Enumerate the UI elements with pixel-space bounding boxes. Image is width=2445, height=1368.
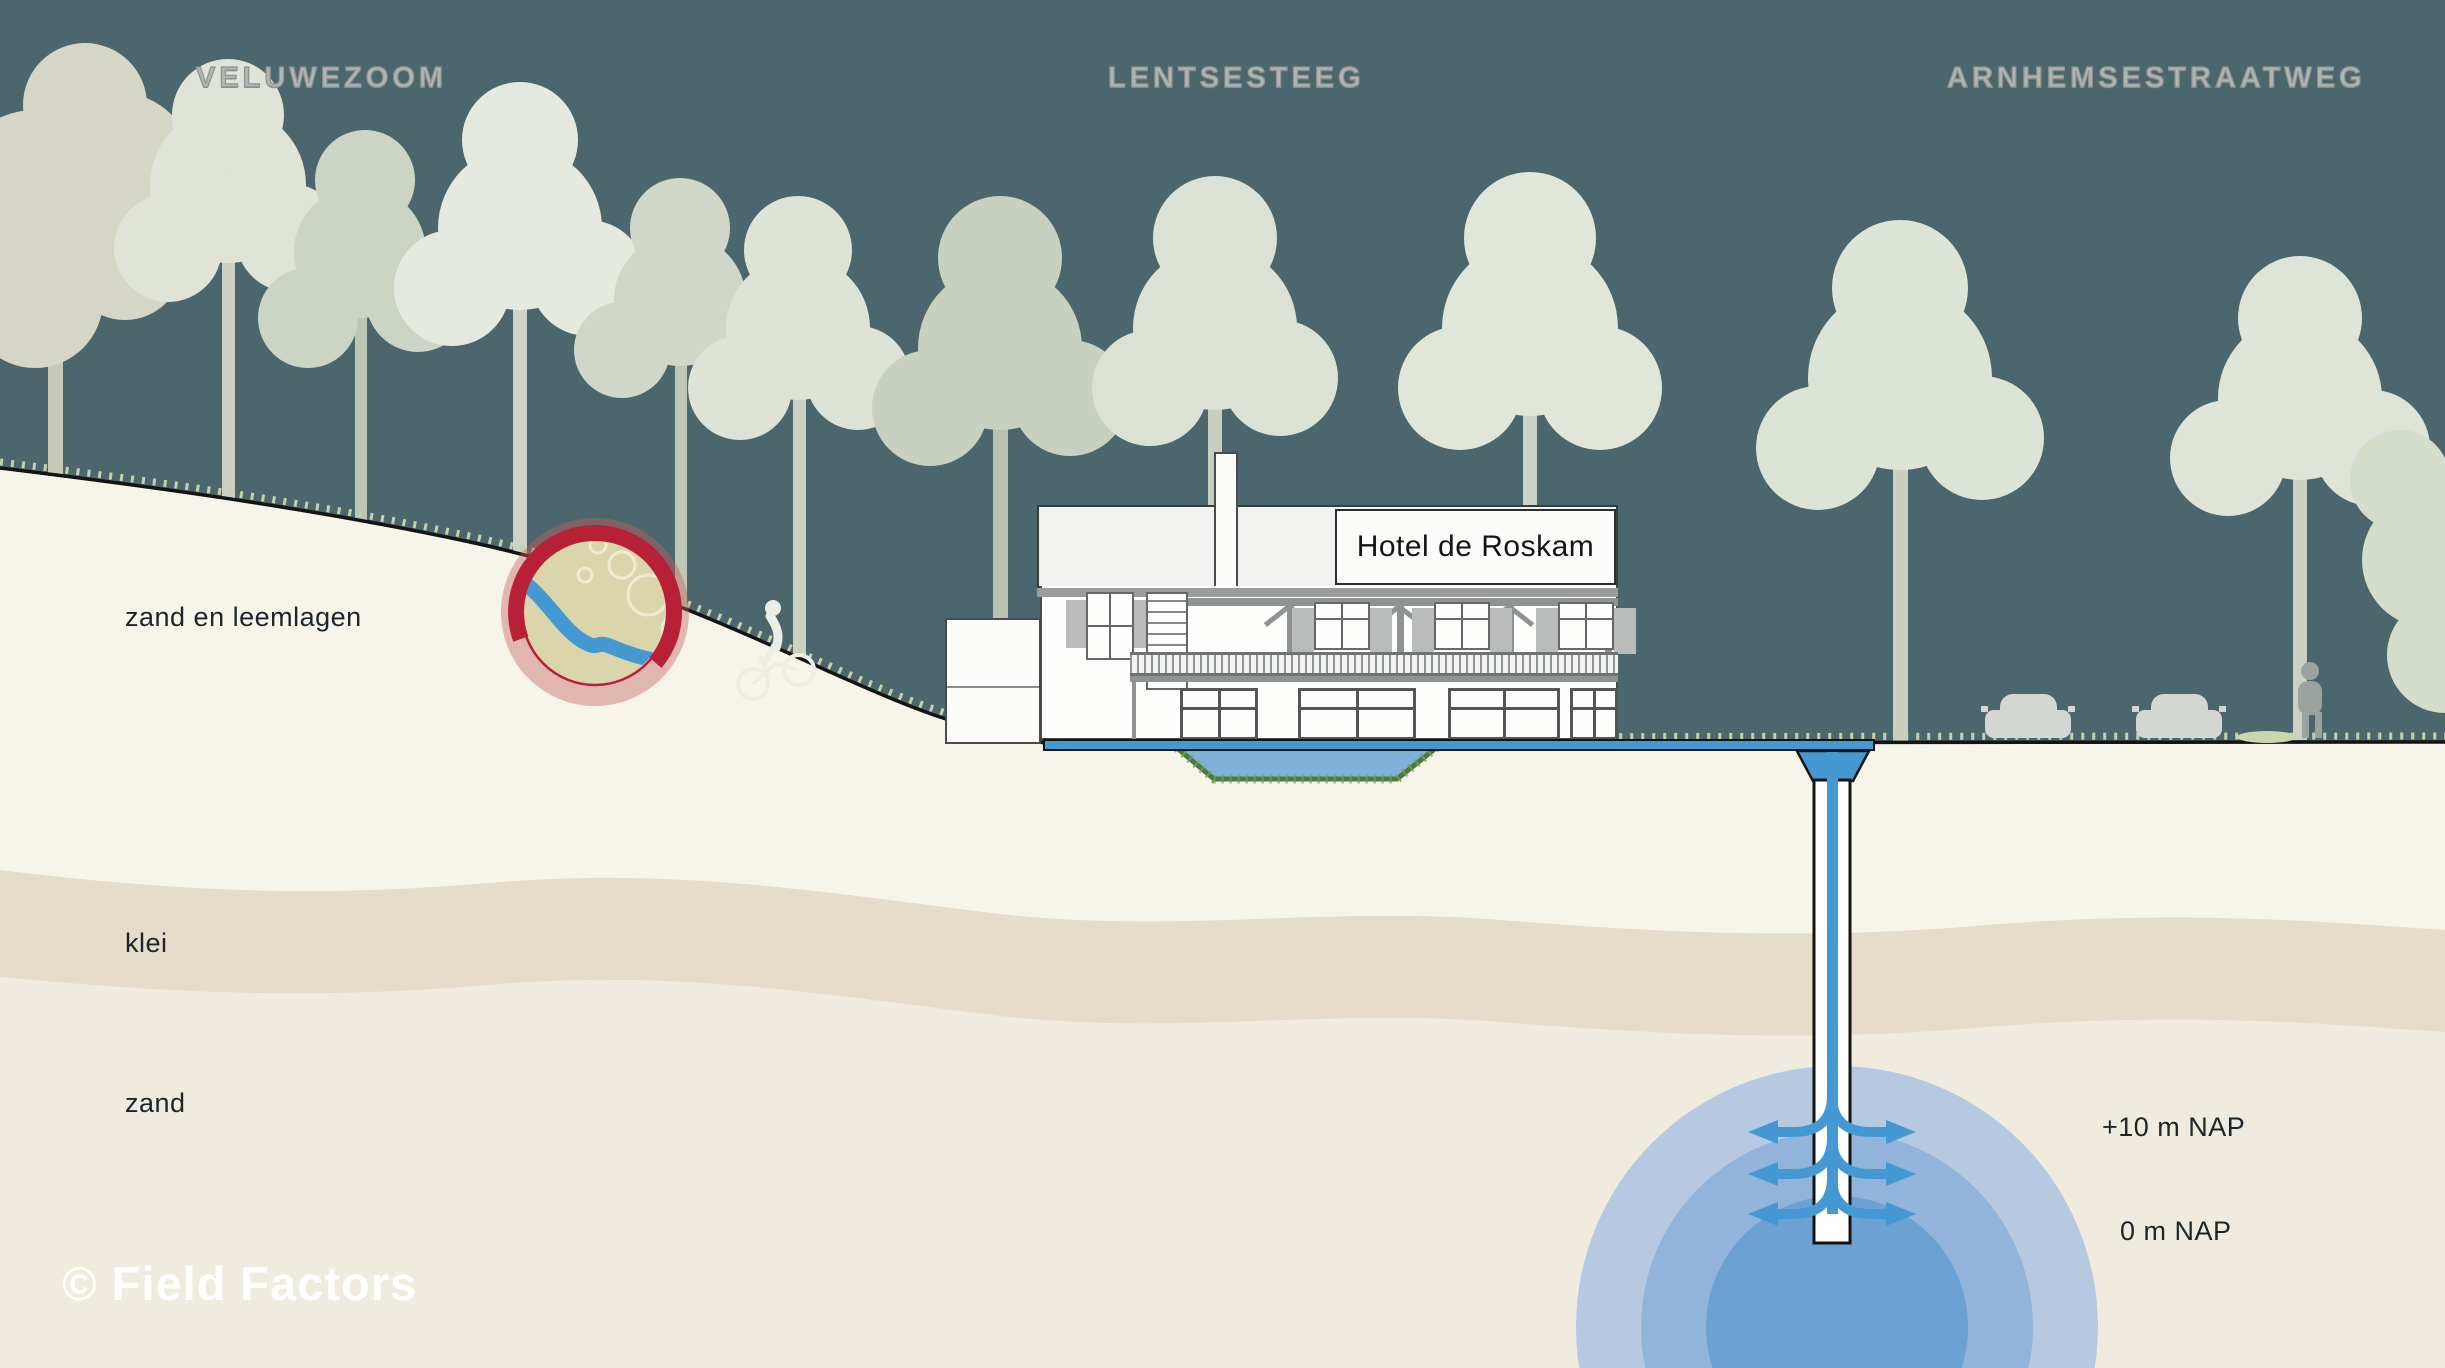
well-water-column [1827, 752, 1838, 1214]
chimney [1214, 452, 1238, 589]
upper-window [1086, 592, 1134, 660]
tree-row [0, 43, 2445, 745]
badge-detail [524, 541, 666, 672]
car [1981, 694, 2075, 738]
window-panel [1490, 608, 1512, 654]
veranda-post [1397, 598, 1404, 656]
soil-label-zand: zand [125, 1088, 186, 1118]
ground-floor-window [1180, 688, 1258, 740]
badge-ring-arc [508, 525, 682, 668]
window-panel [1412, 608, 1434, 654]
annex-building [945, 618, 1041, 744]
badge-stones [576, 541, 666, 648]
veranda-beam [1175, 598, 1618, 606]
car [2132, 694, 2226, 738]
veranda-window [1292, 602, 1392, 656]
tree [1398, 172, 1662, 520]
grass-tuft [2237, 731, 2297, 743]
surface-water-strip [1043, 739, 1875, 751]
detail-badge [501, 518, 689, 706]
eave-strip [1037, 588, 1618, 597]
infiltration-arrows [1776, 1095, 1888, 1219]
tree [1092, 176, 1338, 590]
window-panel [1370, 608, 1392, 654]
arrow-heads [1748, 1120, 1916, 1226]
elevation-label-zero: 0 m NAP [2120, 1216, 2232, 1246]
tree [688, 196, 910, 700]
street-label-arnhemsestraatweg: ARNHEMSESTRAATWEG [1946, 61, 2366, 94]
elevation-label-plus10: +10 m NAP [2102, 1112, 2246, 1142]
cyclist-right [2298, 662, 2322, 738]
soil-label-klei: klei [125, 928, 168, 958]
soil-label-zand-en-leemlagen: zand en leemlagen [125, 602, 362, 632]
tree [1756, 220, 2044, 745]
annex-divider [947, 686, 1039, 688]
window-sash [1558, 602, 1614, 650]
ground-floor-window [1298, 688, 1416, 740]
infiltration-basin [1173, 744, 1440, 784]
window-sash [1434, 602, 1490, 650]
ground-floor-window [1570, 688, 1618, 740]
veranda-window [1536, 602, 1636, 656]
hotel-sign: Hotel de Roskam [1335, 509, 1616, 585]
tree [114, 59, 344, 500]
window-panel [1536, 608, 1558, 654]
tree [2170, 256, 2430, 740]
veranda-window [1412, 602, 1512, 656]
cyclist-left [736, 600, 816, 701]
window-sash [1314, 602, 1370, 650]
window-panel [1614, 608, 1636, 654]
ground-floor-window [1448, 688, 1560, 740]
hotel-sign-label: Hotel de Roskam [1356, 530, 1595, 563]
groundwater-plume [1576, 1066, 2098, 1368]
veranda-post [1287, 598, 1294, 656]
hotel-building: Hotel de Roskam [937, 450, 1636, 752]
balcony-support [1132, 682, 1136, 740]
balcony-base [1130, 676, 1618, 682]
street-label-lentsesteeg: LENTSESTEEG [1107, 61, 1365, 94]
balcony-railing [1130, 652, 1618, 676]
watermark: © Field Factors [62, 1257, 418, 1310]
tree [2350, 430, 2445, 713]
street-label-veluwezoom: VELUWEZOOM [195, 61, 448, 94]
badge-water-flow [524, 570, 666, 672]
tree [394, 82, 646, 620]
injection-well [1748, 749, 1916, 1245]
window-panel [1292, 608, 1314, 654]
